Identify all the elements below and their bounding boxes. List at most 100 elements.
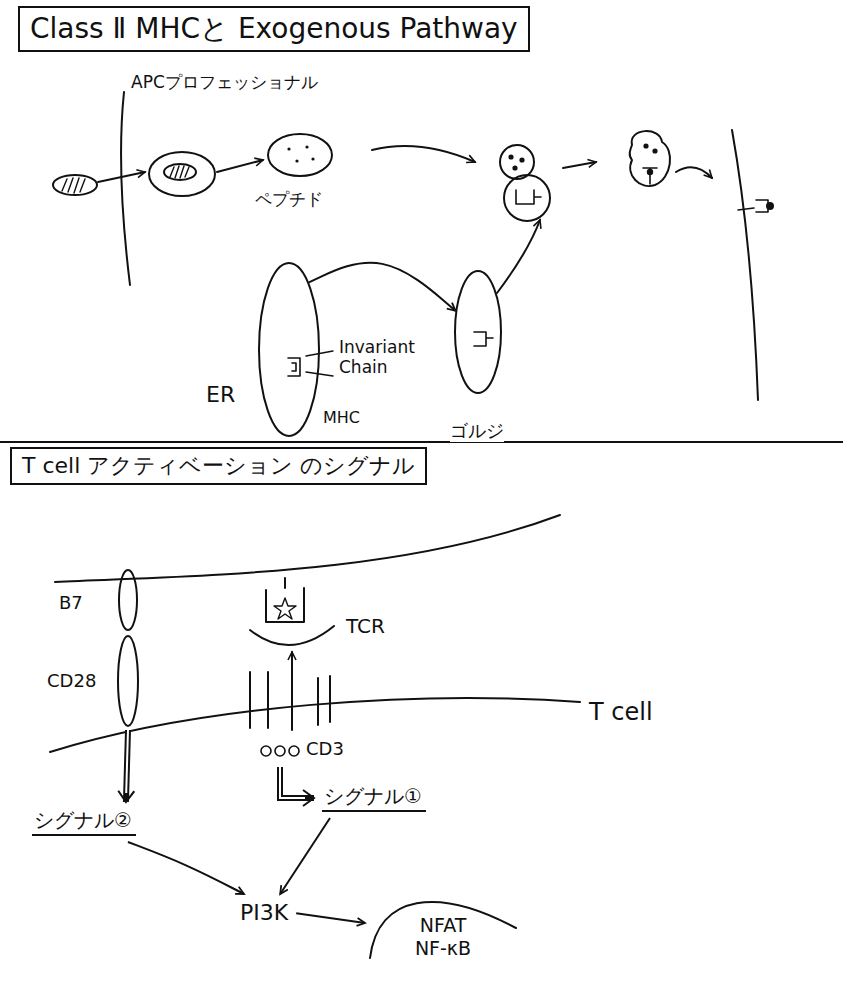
peptide-dot <box>311 157 314 160</box>
connector <box>280 818 330 894</box>
peptide-dot <box>653 149 656 152</box>
connector <box>128 842 244 894</box>
node-outline <box>117 635 139 727</box>
outline-group <box>259 263 319 436</box>
peptide-vesicle: ペプチド <box>267 133 333 177</box>
connector-line <box>280 767 314 798</box>
cd28-receptor: CD28 <box>117 635 139 727</box>
peptide-dot <box>287 147 290 150</box>
oval-outline <box>455 271 501 393</box>
mhc-invariant-symbol <box>474 332 493 346</box>
apc-membrane <box>121 92 130 285</box>
connector-gap <box>126 730 128 793</box>
antigen <box>53 175 97 195</box>
pi3k-node: PI3K <box>236 898 292 928</box>
transport-arrow <box>676 167 712 178</box>
node-label: CD3 <box>306 738 344 760</box>
loading-compartment <box>630 131 670 186</box>
node-label: CD28 <box>47 670 96 692</box>
page-title: Class Ⅱ MHCと Exogenous Pathway <box>18 6 530 52</box>
outline-group <box>455 271 501 393</box>
connector-gap <box>280 767 305 798</box>
antigen-star <box>274 598 296 619</box>
cd3-chains <box>250 672 330 728</box>
connector <box>126 730 128 802</box>
tcr-stalk <box>291 652 293 730</box>
mhc-symbol <box>516 190 541 204</box>
node-label: ペプチド <box>255 189 323 209</box>
b7-molecule <box>119 570 137 630</box>
fusion-arrow <box>372 146 475 162</box>
section-divider <box>0 441 843 443</box>
cd3-dot <box>289 746 299 756</box>
signal-two: シグナル② <box>28 806 140 838</box>
er-organelle: ER <box>258 262 320 437</box>
cd3-complex: CD3 <box>258 738 368 764</box>
peptide-dot <box>513 166 516 169</box>
outline-group <box>261 746 299 756</box>
endosome <box>149 152 215 196</box>
golgi-exit-arrow <box>497 220 540 293</box>
engulfed-stripes <box>170 166 189 178</box>
node-label: PI3K <box>240 900 288 926</box>
section-heading: T cell アクティベーション のシグナル <box>10 447 427 485</box>
invariant-chain-label: Invariant Chain <box>338 337 440 378</box>
node-label: シグナル① <box>322 784 426 812</box>
apc-surface-membrane <box>732 130 758 400</box>
surface-mhc <box>738 200 768 212</box>
connector-line <box>296 913 365 923</box>
bound-peptide <box>648 170 652 174</box>
peptide-dot <box>305 145 308 148</box>
antigen-stripes <box>62 178 85 193</box>
node-outline <box>454 270 502 394</box>
connector-line <box>280 818 330 894</box>
peptide-dot <box>520 158 523 161</box>
presented-peptide <box>767 203 773 209</box>
connector <box>280 767 314 798</box>
mhc-symbol <box>643 168 657 184</box>
peptide-dot <box>509 155 512 158</box>
signal-one: シグナル① <box>318 782 430 814</box>
peptide-dot <box>644 144 647 147</box>
node-label: シグナル② <box>32 808 136 836</box>
apc-label: APCプロフェッショナル <box>130 72 319 92</box>
engulfed-antigen <box>164 164 196 180</box>
node-outline <box>258 262 320 437</box>
connector <box>296 913 365 923</box>
drawing <box>0 92 843 752</box>
mhc-invariant-symbol <box>288 358 300 376</box>
mhc-vesicle <box>504 175 550 221</box>
connector <box>309 263 456 311</box>
oval-outline <box>268 134 332 176</box>
outline-group <box>118 636 138 726</box>
oval-outline <box>118 636 138 726</box>
outline-group <box>268 134 332 176</box>
node-label: ゴルジ <box>450 420 504 442</box>
uptake-arrow <box>98 172 145 182</box>
loading-arrow <box>563 162 596 168</box>
mhc-label: MHC <box>322 408 361 427</box>
cd3-dot <box>261 746 271 756</box>
node-label: ER <box>206 382 235 408</box>
connector-line <box>309 263 456 311</box>
t-cell-label: T cell <box>588 698 654 727</box>
node-label: NFAT NF-κB <box>404 914 482 960</box>
mhc-on-apc <box>266 578 304 622</box>
digest-arrow <box>217 160 263 172</box>
connector-line <box>126 730 128 802</box>
tcr-cup <box>250 626 334 645</box>
peptide-dot <box>295 159 298 162</box>
connector-line <box>128 842 244 894</box>
nucleus-arc: NFAT NF-κB <box>368 884 518 962</box>
node-outline <box>267 133 333 177</box>
oval-outline <box>259 263 319 436</box>
cd3-dot <box>275 746 285 756</box>
peptide-vesicle-fused <box>500 145 534 179</box>
b7-label: B7 <box>58 592 84 614</box>
golgi-organelle: ゴルジ <box>454 270 502 394</box>
tcr-label: TCR <box>345 614 386 638</box>
